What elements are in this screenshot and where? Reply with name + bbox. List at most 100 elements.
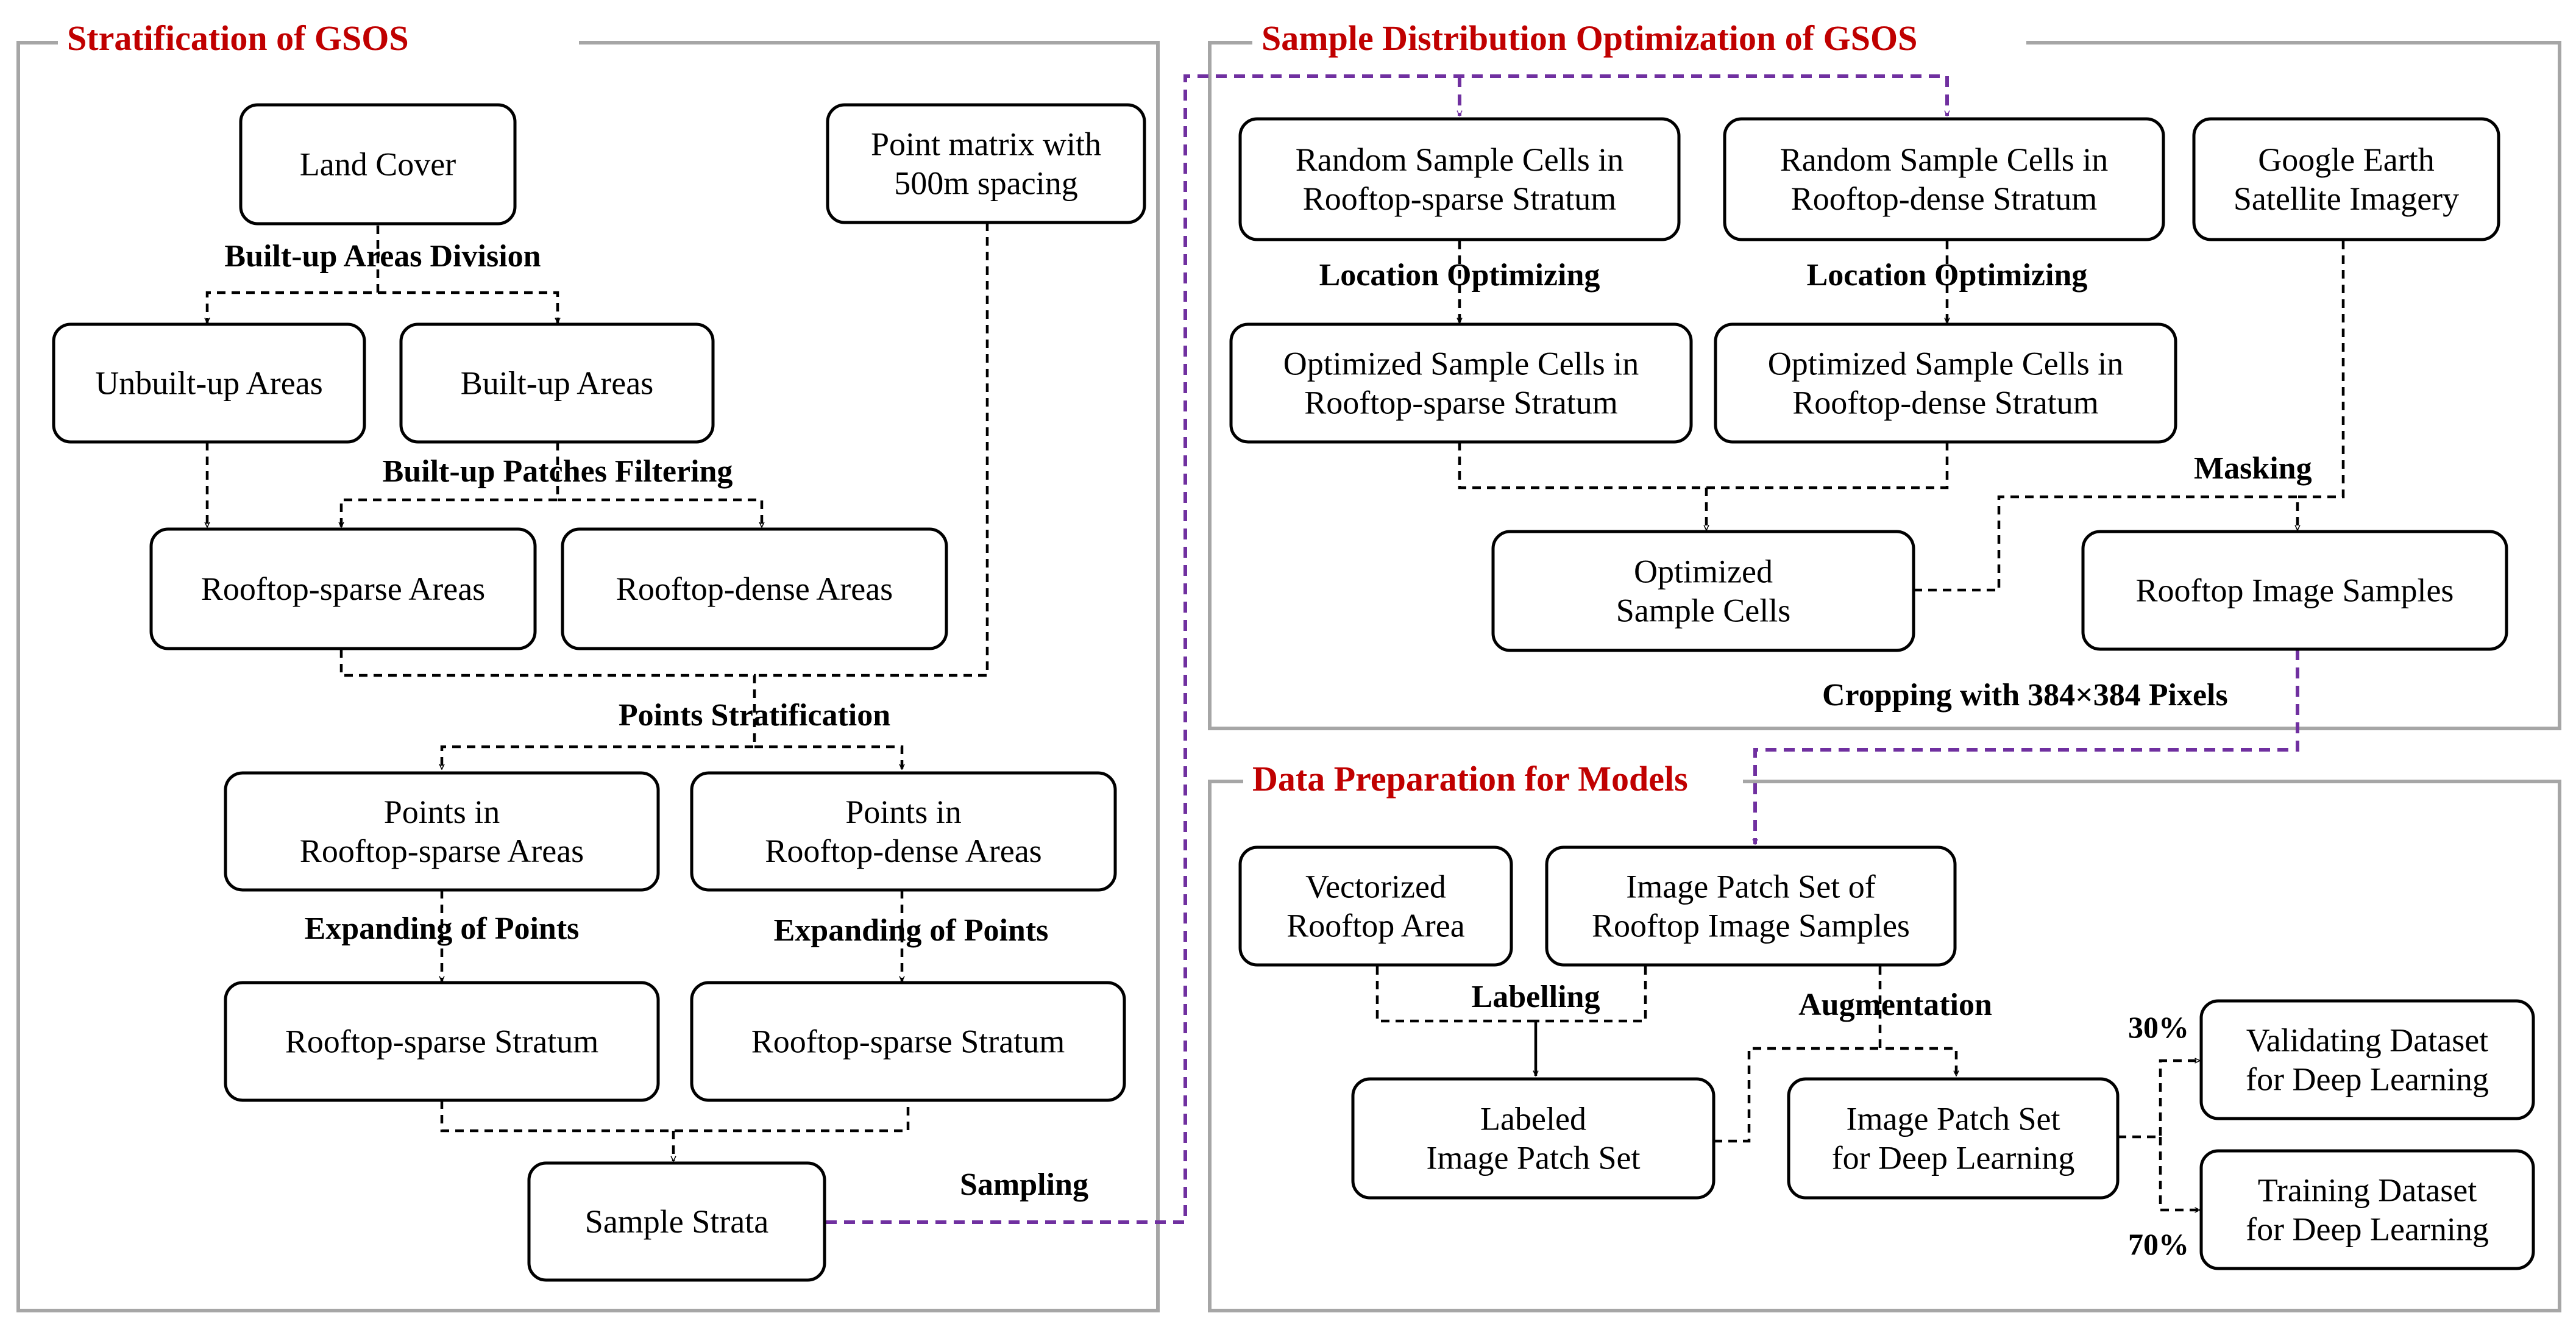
box-label-line: Validating Dataset [2246, 1022, 2488, 1059]
box-label-line: Points in [845, 794, 962, 830]
box-sample-strata: Sample Strata [527, 1161, 826, 1282]
box-label-line: for Deep Learning [2246, 1211, 2489, 1248]
box-stratum-left: Rooftop-sparse Stratum [224, 981, 660, 1102]
box-label-line: Rooftop-sparse Stratum [751, 1023, 1065, 1060]
panel-frames [16, 41, 2561, 1312]
box-label-line: Vectorized [1305, 869, 1446, 905]
sampling-flow [826, 74, 2299, 1224]
box-label-line: Points in [384, 794, 500, 830]
label-patches-filtering: Built-up Patches Filtering [383, 454, 733, 489]
box-rooftop-dense-areas: Rooftop-dense Areas [561, 527, 948, 650]
label-labelling: Labelling [1472, 980, 1600, 1014]
box-label-line: Rooftop-sparse Areas [300, 833, 584, 869]
panel-title-optimization: Sample Distribution Optimization of GSOS [1261, 18, 1917, 58]
box-label-line: Optimized Sample Cells in [1283, 346, 1639, 382]
panel-title-preparation: Data Preparation for Models [1252, 759, 1688, 799]
box-label-line: Land Cover [300, 146, 456, 183]
box-label-line: Rooftop Area [1286, 908, 1464, 944]
box-label-line: Training Dataset [2258, 1172, 2477, 1209]
connectors-optimization [1460, 241, 2345, 592]
box-label-line: Random Sample Cells in [1296, 141, 1623, 178]
box-land-cover: Land Cover [239, 103, 517, 226]
box-label: Rooftop-sparse Stratum [285, 1023, 598, 1060]
box-label-line: Optimized [1634, 553, 1773, 590]
box-label-line: Labeled [1480, 1101, 1586, 1137]
box-label-line: Image Patch Set [1847, 1101, 2060, 1137]
box-stratum-right: Rooftop-sparse Stratum [690, 981, 1126, 1102]
box-rooftop-sparse-areas: Rooftop-sparse Areas [149, 527, 537, 650]
box-label-line: Google Earth [2258, 141, 2434, 178]
frame-preparation [1208, 780, 2561, 1312]
box-label-line: Rooftop-dense Stratum [1792, 385, 2098, 421]
frame-optimization [1208, 41, 2561, 730]
box-label-line: Sample Strata [585, 1203, 768, 1240]
box-label-line: Point matrix with [871, 126, 1101, 163]
label-expanding-right: Expanding of Points [774, 913, 1049, 948]
box-label-line: Image Patch Set of [1626, 869, 1875, 905]
label-pct-30: 30% [2128, 1010, 2189, 1044]
box-label-line: for Deep Learning [1832, 1140, 2075, 1176]
box-label-line: 500m spacing [894, 165, 1077, 202]
label-location-optimizing-left: Location Optimizing [1319, 258, 1600, 293]
box-label-line: Rooftop-dense Stratum [1791, 180, 2097, 217]
box-label-line: Optimized Sample Cells in [1768, 346, 2123, 382]
label-expanding-left: Expanding of Points [305, 911, 580, 946]
box-label: Unbuilt-up Areas [95, 365, 322, 402]
box-label-line: Satellite Imagery [2234, 180, 2459, 217]
box-builtup-areas: Built-up Areas [399, 322, 715, 444]
box-label-line: Image Patch Set [1427, 1140, 1641, 1176]
box-label-line: Rooftop Image Samples [1592, 908, 1910, 944]
box-label: Land Cover [300, 146, 456, 183]
box-label-line: Rooftop-sparse Stratum [285, 1023, 598, 1060]
label-location-optimizing-right: Location Optimizing [1807, 258, 2088, 293]
box-label: Rooftop-dense Areas [616, 571, 893, 607]
box-label-line: Rooftop Image Samples [2136, 572, 2454, 609]
label-masking: Masking [2194, 451, 2312, 486]
panel-title-stratification: Stratification of GSOS [67, 18, 409, 58]
connectors-stratification [207, 222, 989, 1161]
box-label: Rooftop-sparse Stratum [751, 1023, 1065, 1060]
box-label-line: Rooftop-sparse Stratum [1304, 385, 1617, 421]
box-label-line: Unbuilt-up Areas [95, 365, 322, 402]
box-label: Sample Strata [585, 1203, 768, 1240]
box-label-line: Rooftop-sparse Areas [201, 571, 485, 607]
box-label-line: Built-up Areas [461, 365, 653, 402]
label-points-stratification: Points Stratification [619, 698, 890, 733]
box-label-line: Rooftop-dense Areas [616, 571, 893, 607]
connectors-preparation [1375, 966, 2200, 1210]
box-label: Rooftop Image Samples [2136, 572, 2454, 609]
box-label-line: Rooftop-dense Areas [765, 833, 1041, 869]
label-builtup-division: Built-up Areas Division [224, 239, 541, 274]
label-augmentation: Augmentation [1798, 987, 1992, 1022]
frame-stratification [16, 41, 1160, 1312]
box-rooftop-image-samples: Rooftop Image Samples [2081, 530, 2508, 651]
box-label-line: Rooftop-sparse Stratum [1303, 180, 1616, 217]
label-sampling: Sampling [960, 1167, 1088, 1202]
